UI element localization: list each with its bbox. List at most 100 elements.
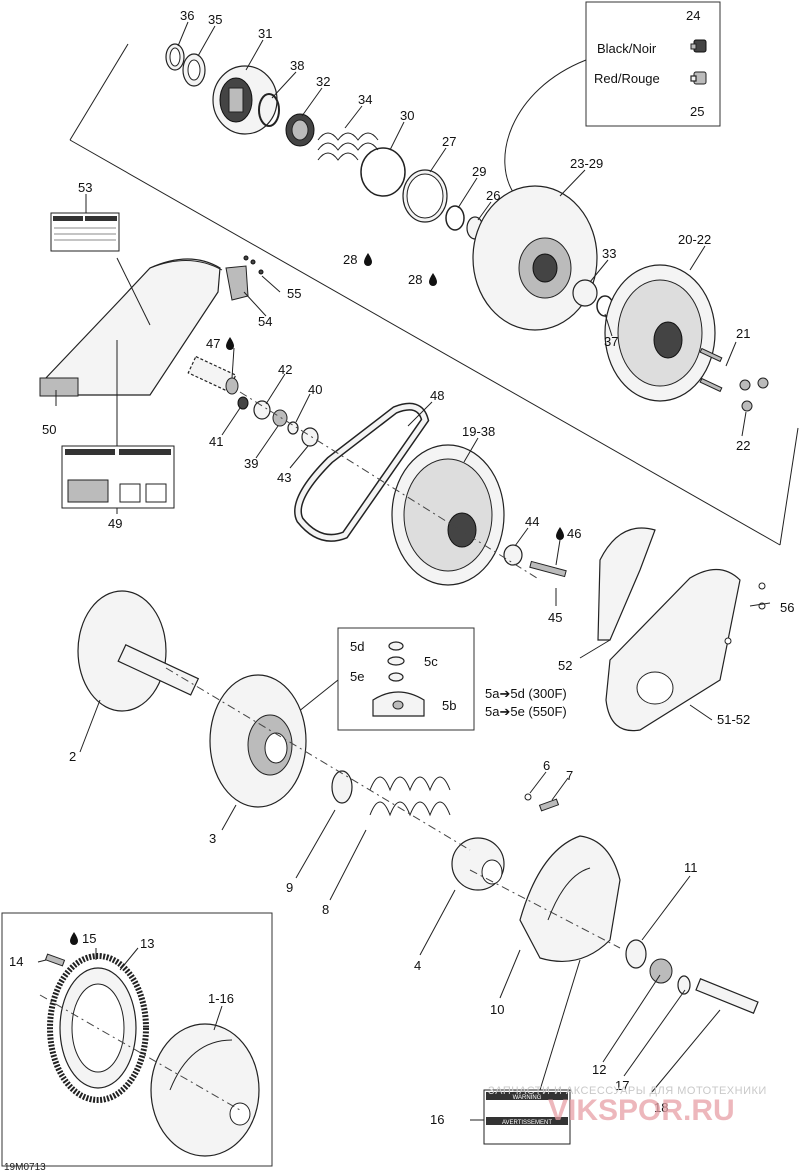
red-connector-icon <box>690 71 707 85</box>
part-washer-9 <box>331 770 353 804</box>
callout-22: 22 <box>736 438 750 453</box>
leader-lines <box>37 21 771 1121</box>
diagonal-section-line <box>69 139 781 546</box>
callout-21: 21 <box>736 326 750 341</box>
callout-43: 43 <box>277 470 291 485</box>
callout-5c: 5c <box>424 654 438 669</box>
part-cover-52 <box>597 527 656 641</box>
callout-56: 56 <box>780 600 794 615</box>
part-springs-42-41 <box>225 377 319 447</box>
callout-6: 6 <box>543 758 550 773</box>
part-screws-55 <box>243 255 264 275</box>
callout-54: 54 <box>258 314 272 329</box>
axis-line-driven <box>239 391 541 581</box>
black-connector-icon <box>690 39 707 53</box>
callout-1-16: 1-16 <box>208 991 234 1006</box>
part-washer-33 <box>572 279 598 307</box>
callout-28-upper: 28 <box>343 252 372 267</box>
axis-line-lower <box>165 667 471 851</box>
svg-text:AVERTISSEMENT: AVERTISSEMENT <box>502 1120 552 1126</box>
part-retaining-ring-36 <box>165 43 185 71</box>
part-bracket-54 <box>225 265 249 301</box>
callout-42: 42 <box>278 362 292 377</box>
callout-34: 34 <box>358 92 372 107</box>
callout-27: 27 <box>442 134 456 149</box>
part-governor-4 <box>451 837 505 891</box>
callout-30: 30 <box>400 108 414 123</box>
callout-16: 16 <box>430 1112 444 1127</box>
part-drive-pulley-1-16 <box>150 1023 260 1157</box>
callout-52: 52 <box>558 658 572 673</box>
callout-8: 8 <box>322 902 329 917</box>
callout-5d: 5d <box>350 639 364 654</box>
callout-47: 47 <box>206 336 234 351</box>
callout-49: 49 <box>108 516 122 531</box>
callout-35: 35 <box>208 12 222 27</box>
callout-28-lower: 28 <box>408 272 437 287</box>
callout-46: 46 <box>556 526 581 541</box>
variant-550f-text: 5a➔5e (550F) <box>485 704 567 719</box>
callout-33: 33 <box>602 246 616 261</box>
callout-7: 7 <box>566 768 573 783</box>
right-section-line <box>779 427 799 546</box>
oil-drop-icon <box>429 273 437 286</box>
callout-53: 53 <box>78 180 92 195</box>
part-belt-48 <box>294 402 430 542</box>
part-cover-10 <box>519 835 621 962</box>
callout-17: 17 <box>615 1078 629 1093</box>
callout-18: 18 <box>654 1100 668 1115</box>
callout-4: 4 <box>414 958 421 973</box>
callout-44: 44 <box>525 514 539 529</box>
part-belt-guard <box>39 258 223 397</box>
oil-drop-icon <box>556 527 564 540</box>
part-washer-44 <box>503 544 523 566</box>
ring-gear-inset <box>1 912 273 1167</box>
part-sleeve-27 <box>402 169 448 223</box>
callout-55: 55 <box>287 286 301 301</box>
axis-line-lower-2 <box>469 869 621 949</box>
callout-29: 29 <box>472 164 486 179</box>
callout-41: 41 <box>209 434 223 449</box>
svg-text:WARNING: WARNING <box>513 1095 542 1101</box>
oil-drop-icon <box>226 337 234 350</box>
svg-text:15: 15 <box>82 931 96 946</box>
part-nuts-22 <box>739 377 769 412</box>
part-bolt-18 <box>695 978 759 1014</box>
axis-line-inset <box>39 994 241 1111</box>
svg-text:28: 28 <box>408 272 422 287</box>
callout-2: 2 <box>69 749 76 764</box>
part-sliding-sheave-23-29 <box>472 185 598 331</box>
part-screws-56 <box>724 582 766 645</box>
callout-numbers: 36 35 31 38 32 34 30 27 29 26 23-29 28 2… <box>9 8 794 1127</box>
callout-40: 40 <box>308 382 322 397</box>
callout-37: 37 <box>604 334 618 349</box>
callout-25: 25 <box>690 104 704 119</box>
callout-19-38: 19-38 <box>462 424 495 439</box>
callout-36: 36 <box>180 8 194 23</box>
svg-text:28: 28 <box>343 252 357 267</box>
callout-14: 14 <box>9 954 23 969</box>
callout-3: 3 <box>209 831 216 846</box>
callout-23-29: 23-29 <box>570 156 603 171</box>
callout-50: 50 <box>42 422 56 437</box>
callout-5e: 5e <box>350 669 364 684</box>
callout-12: 12 <box>592 1062 606 1077</box>
callout-13: 13 <box>140 936 154 951</box>
callout-9: 9 <box>286 880 293 895</box>
part-screw-6-7 <box>524 793 560 812</box>
part-bushing-32 <box>285 113 315 147</box>
callout-32: 32 <box>316 74 330 89</box>
svg-text:46: 46 <box>567 526 581 541</box>
part-governor-cup-31 <box>212 65 278 135</box>
callout-20-22: 20-22 <box>678 232 711 247</box>
callout-51-52: 51-52 <box>717 712 750 727</box>
part-spider-20-22 <box>604 264 716 402</box>
part-nut-12 <box>649 958 673 984</box>
part-spring-8 <box>369 776 451 817</box>
legend-red-label: Red/Rouge <box>594 71 660 86</box>
callout-48: 48 <box>430 388 444 403</box>
part-ring-30 <box>360 147 406 197</box>
callout-15: 15 <box>70 931 96 946</box>
part-ring-38 <box>258 93 280 127</box>
